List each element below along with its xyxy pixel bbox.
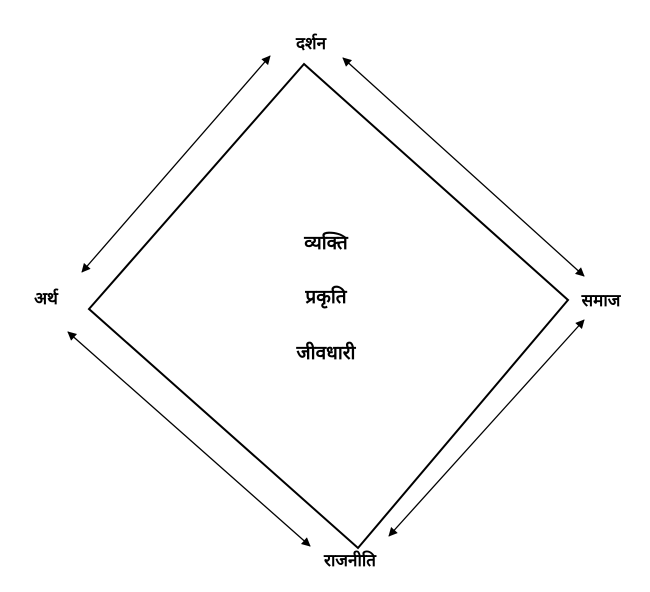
center-label-vyakti: व्यक्ति — [303, 231, 349, 254]
node-label-bottom: राजनीति — [323, 550, 377, 571]
arrow-darshan-samaj — [342, 57, 585, 277]
center-label-prakriti: प्रकृति — [304, 285, 347, 309]
arrow-samaj-rajniti — [388, 319, 585, 537]
node-label-top: दर्शन — [295, 33, 327, 54]
arrow-darshan-arth — [81, 55, 271, 273]
node-label-right: समाज — [581, 291, 622, 311]
center-label-jeevdhari: जीवधारी — [296, 341, 357, 364]
node-label-left: अर्थ — [34, 288, 59, 309]
arrow-arth-rajniti — [67, 331, 311, 547]
